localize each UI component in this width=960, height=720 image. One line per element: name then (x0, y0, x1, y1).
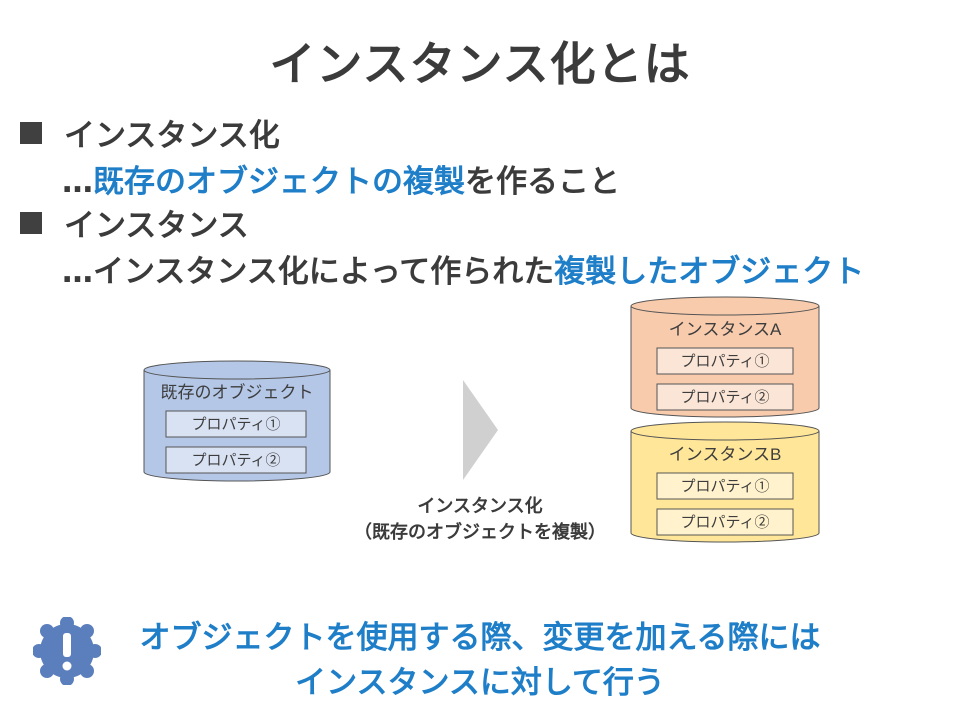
desc-prefix: … (62, 164, 93, 200)
cylinder-top (630, 296, 820, 316)
source-label: 既存のオブジェクト (161, 382, 314, 402)
property-box (656, 472, 794, 500)
cylinder-top (143, 360, 331, 380)
property-label: プロパティ② (680, 514, 769, 531)
bullet-description: …インスタンス化によって作られた複製したオブジェクト (62, 246, 864, 291)
instance-a-cylinder: インスタンスA プロパティ① プロパティ② (630, 296, 820, 418)
exclamation-badge-icon (33, 617, 101, 685)
property-box (656, 508, 794, 536)
page-title: インスタンス化とは (269, 37, 691, 91)
bullet-square-icon (20, 212, 42, 234)
note-line1: オブジェクトを使用する際、変更を加える際には (139, 620, 821, 656)
bullet-instantiation: インスタンス化 (20, 110, 280, 155)
cylinder-top (630, 421, 820, 441)
desc-highlight: 既存のオブジェクトの複製 (93, 164, 465, 200)
property-label: プロパティ① (191, 416, 280, 433)
source-object-cylinder: 既存のオブジェクト プロパティ① プロパティ② (143, 360, 331, 482)
property-box (656, 383, 794, 411)
property-box (165, 410, 307, 438)
instance-b-label: インスタンスB (669, 445, 782, 464)
property-box (165, 446, 307, 474)
bullet-heading: インスタンス化 (64, 118, 280, 154)
desc-prefix: …インスタンス化によって作られた (62, 254, 555, 290)
property-label: プロパティ① (680, 478, 769, 495)
instantiation-diagram: 既存のオブジェクト プロパティ① プロパティ② インスタンスA プロパティ① プ… (143, 296, 820, 543)
bullet-square-icon (20, 122, 42, 144)
property-label: プロパティ② (680, 389, 769, 406)
bullet-heading: インスタンス (64, 208, 249, 244)
instance-a-label: インスタンスA (669, 320, 782, 339)
desc-highlight: 複製したオブジェクト (554, 254, 865, 290)
property-box (656, 347, 794, 375)
bullet-instance: インスタンス (20, 200, 249, 245)
chevron-right-icon (463, 380, 498, 480)
arrow-caption-line1: インスタンス化 (417, 496, 543, 517)
bullet-description: …既存のオブジェクトの複製を作ること (62, 156, 620, 201)
property-label: プロパティ② (191, 452, 280, 469)
instance-b-cylinder: インスタンスB プロパティ① プロパティ② (630, 421, 820, 543)
note-line2: インスタンスに対して行う (295, 665, 665, 701)
arrow-caption-line2: （既存のオブジェクトを複製） (354, 522, 606, 543)
property-label: プロパティ① (680, 353, 769, 370)
desc-suffix: を作ること (465, 164, 620, 200)
